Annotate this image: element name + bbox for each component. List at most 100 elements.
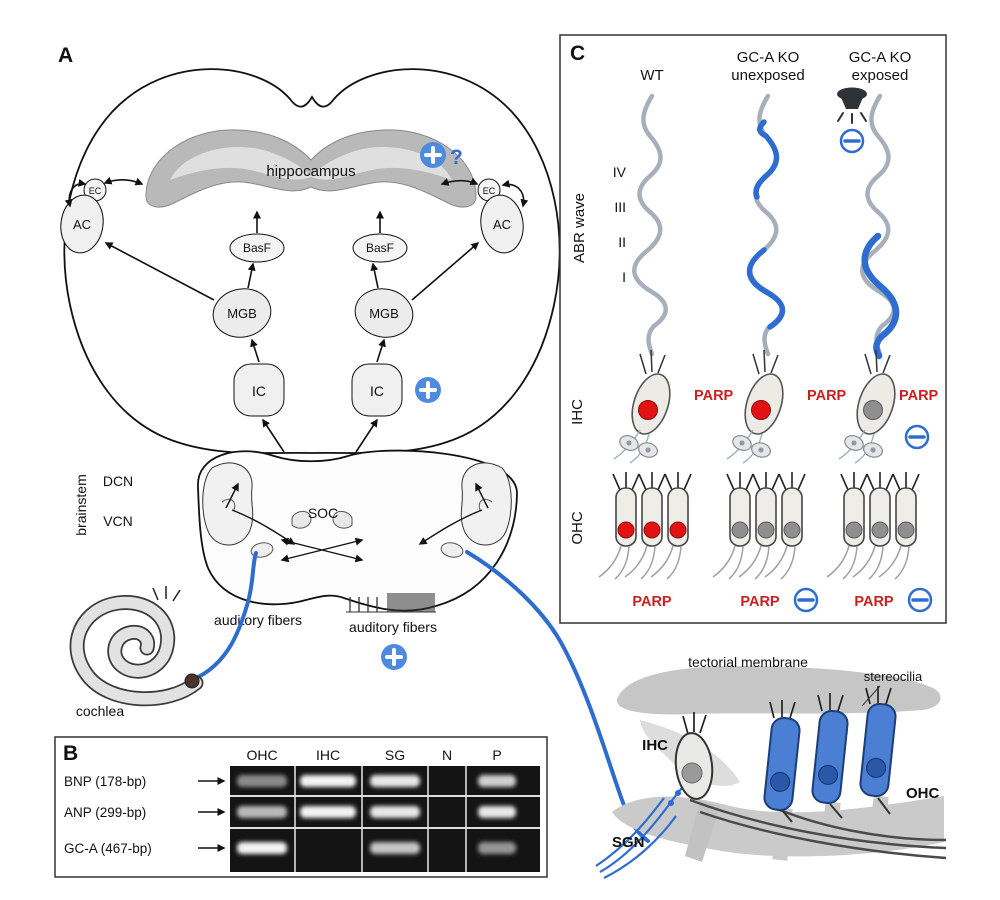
column-header-wt: WT	[640, 67, 663, 84]
ic-left-label: IC	[252, 383, 266, 399]
ohc-nucleus-gray	[731, 521, 749, 539]
ec-left-label: EC	[89, 186, 102, 196]
ihc-minus-icon	[904, 424, 930, 450]
stereocilia-label: stereocilia	[864, 669, 923, 684]
ac-left-label: AC	[73, 217, 91, 232]
organ-ihc-label: IHC	[642, 737, 668, 754]
soc-label: SOC	[308, 505, 338, 521]
ohc-minus-icon-exposed	[907, 587, 933, 613]
column-header-ko-exposed-2: exposed	[852, 67, 909, 84]
ec-right-label: EC	[483, 186, 496, 196]
brainstem-arrows	[225, 482, 489, 563]
hippocampus-query: ?	[450, 146, 463, 169]
stereocilia-pointer	[861, 685, 881, 707]
ohc-nucleus-red	[617, 521, 635, 539]
soc-nucleus-right	[332, 510, 353, 529]
gel-row-label: GC-A (467-bp)	[64, 841, 152, 856]
panel-b-label: B	[63, 742, 78, 765]
panel-c-label: C	[570, 42, 585, 65]
gel-band	[237, 806, 287, 818]
column-header-ko-exposed: GC-A KO	[849, 49, 912, 66]
vcn-label: VCN	[103, 513, 133, 529]
ac-right-label: AC	[493, 217, 511, 232]
parp-label-ohc-unexposed: PARP	[740, 594, 780, 610]
tunnel-fibers	[689, 797, 947, 860]
ohc-row-label: OHC	[569, 511, 586, 545]
organ-ohc-nucleus	[770, 771, 791, 792]
abr-wave-label: II	[618, 234, 626, 250]
sgn-fibers	[595, 787, 683, 879]
ihc-nucleus-gray	[863, 400, 883, 420]
cochlea-label: cochlea	[76, 703, 124, 719]
organ-ohc-label: OHC	[906, 785, 940, 802]
panel-b: B OHC IHC SG N P BNP (178-bp) ANP (299-b…	[54, 736, 548, 878]
auditory-nerve-cochlea-fiber	[192, 551, 258, 681]
auditory-fibers-plus-icon	[381, 644, 407, 670]
tectorial-membrane-shape	[616, 665, 941, 715]
column-header-ko-unexposed-2: unexposed	[731, 67, 804, 84]
basf-right-label: BasF	[366, 241, 394, 255]
ohc-nucleus-gray	[845, 521, 863, 539]
abr-wave-label: I	[622, 269, 626, 285]
gel-lane-header: P	[492, 747, 501, 763]
mgb-right-shape	[354, 288, 414, 338]
gel-row-label: ANP (299-bp)	[64, 805, 146, 820]
organ-ohc-nucleus	[866, 757, 887, 778]
hippocampus-shape	[145, 129, 477, 208]
abr-blue-segment	[861, 232, 900, 360]
abr-wave-label: III	[614, 199, 626, 215]
ohc-nucleus-gray	[871, 521, 889, 539]
gel-band	[237, 842, 287, 854]
parp-label-ihc-exposed: PARP	[899, 388, 939, 404]
ac-right-shape	[480, 194, 524, 254]
ohc-nucleus-gray	[757, 521, 775, 539]
tectorial-membrane-label: tectorial membrane	[688, 654, 808, 670]
olive-right	[440, 542, 464, 558]
column-header-ko-unexposed: GC-A KO	[737, 49, 800, 66]
abr-minus-icon	[839, 128, 865, 154]
gel-lane-separators	[230, 766, 540, 872]
mgb-left-label: MGB	[227, 306, 257, 321]
abr-wave-label: IV	[613, 164, 627, 180]
gel-band	[370, 842, 420, 854]
gel-row-label: BNP (178-bp)	[64, 774, 146, 789]
ic-right-label: IC	[370, 383, 384, 399]
organ-ihc-nucleus	[681, 762, 703, 784]
organ-ihc-cell	[674, 712, 714, 800]
panel-c: C WT GC-A KO unexposed GC-A KO exposed A…	[559, 34, 947, 624]
ic-left-shape	[233, 363, 285, 417]
parp-label-ihc-unexposed: PARP	[807, 388, 847, 404]
auditory-fibers-left-label: auditory fibers	[214, 612, 302, 628]
panel-a: A hippocampus ? EC EC AC AC BasF BasF	[58, 44, 650, 843]
dcn-label: DCN	[103, 473, 133, 489]
gel-band	[300, 775, 356, 787]
basf-left-label: BasF	[243, 241, 271, 255]
abr-blue-segment	[746, 247, 786, 330]
organ-ohc-nucleus	[818, 764, 839, 785]
gel-band	[478, 842, 516, 854]
parp-label-ohc-wt: PARP	[632, 594, 672, 610]
gel-band	[370, 806, 420, 818]
cochlea-base-dot	[184, 673, 200, 689]
basf-right-shape	[352, 233, 408, 263]
brainstem-label: brainstem	[73, 474, 89, 535]
spike-train-icon	[346, 593, 436, 613]
pathway-arrows	[64, 176, 529, 453]
gel-band	[478, 806, 516, 818]
ihc-nucleus-red	[638, 400, 658, 420]
ohc-nucleus-red	[669, 521, 687, 539]
hippocampus-label: hippocampus	[266, 163, 355, 180]
gel-band	[478, 775, 516, 787]
gel-lane-header: SG	[385, 747, 405, 763]
ohc-minus-icon-unexposed	[793, 587, 819, 613]
gel-lane-header: IHC	[316, 747, 340, 763]
mgb-left-shape	[212, 288, 272, 338]
gel-row-arrows	[198, 777, 226, 852]
hippocampus-plus-icon	[420, 142, 446, 168]
mgb-right-label: MGB	[369, 306, 399, 321]
gel-band	[237, 775, 287, 787]
abr-blue-segment	[753, 119, 780, 200]
brainstem-slab: SOC	[197, 449, 518, 612]
soc-nucleus-left	[291, 510, 312, 529]
